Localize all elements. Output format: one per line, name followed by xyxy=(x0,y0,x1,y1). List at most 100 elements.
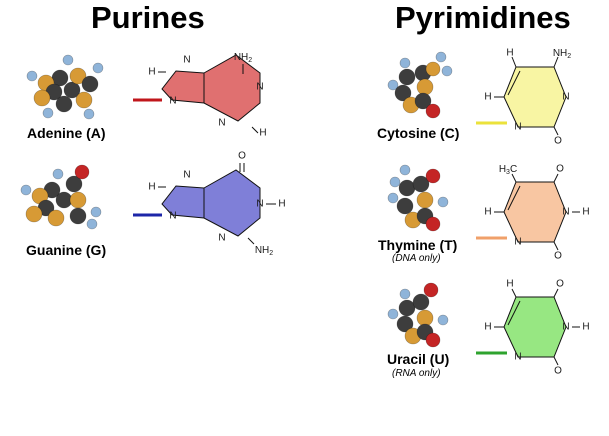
nitrogen-atom xyxy=(69,67,87,85)
purines-heading: Purines xyxy=(91,0,205,35)
hydrogen-atom xyxy=(62,54,74,66)
pyrimidines-heading: Pyrimidines xyxy=(395,0,571,35)
carbon-atom xyxy=(55,95,73,113)
hydrogen-atom xyxy=(83,108,95,120)
cytosine-structure: H H N N O NH2 xyxy=(476,48,571,147)
oxygen-atom xyxy=(425,332,441,348)
oxygen-atom xyxy=(74,164,90,180)
carbon-atom xyxy=(396,315,414,333)
atom-label: H xyxy=(484,92,491,103)
carbon-atom xyxy=(63,81,81,99)
hydrogen-atom xyxy=(435,51,447,63)
uracil-3d-model xyxy=(387,282,449,348)
hydrogen-atom xyxy=(20,184,32,196)
nitrogen-atom xyxy=(75,91,93,109)
carbon-atom xyxy=(412,293,430,311)
nitrogen-atom xyxy=(416,191,434,209)
atom-label: N xyxy=(514,122,521,133)
nh2-label: NH2 xyxy=(255,245,273,257)
atom-label: H xyxy=(506,279,513,290)
atom-label: N xyxy=(256,82,263,93)
hydrogen-atom xyxy=(437,314,449,326)
atom-label: O xyxy=(554,136,562,147)
carbon-atom xyxy=(65,175,83,193)
hydrogen-atom xyxy=(90,206,102,218)
oxygen-atom xyxy=(423,282,439,298)
guanine-3d-model xyxy=(20,164,102,230)
hydrogen-atom xyxy=(42,107,54,119)
atom-label: N xyxy=(218,233,225,244)
atom-label: H xyxy=(278,199,285,210)
atom-label: O xyxy=(238,151,246,162)
atom-label: N xyxy=(256,199,263,210)
thymine-3d-model xyxy=(387,164,449,232)
nitrogen-atom xyxy=(416,78,434,96)
hydrogen-atom xyxy=(387,79,399,91)
carbon-atom xyxy=(394,84,412,102)
atom-label: H xyxy=(582,207,589,218)
hydrogen-atom xyxy=(86,218,98,230)
hydrogen-atom xyxy=(387,308,399,320)
nh2-label: NH2 xyxy=(234,52,252,64)
atom-label: H xyxy=(582,322,589,333)
oxygen-atom xyxy=(425,216,441,232)
nitrogen-atom xyxy=(25,205,43,223)
carbon-atom xyxy=(398,68,416,86)
atom-label: N xyxy=(562,92,569,103)
atom-label: O xyxy=(556,279,564,290)
atom-label: N xyxy=(562,207,569,218)
uracil-note: (RNA only) xyxy=(392,368,441,379)
nitrogen-atom xyxy=(33,89,51,107)
carbon-atom xyxy=(414,92,432,110)
carbon-atom xyxy=(51,69,69,87)
uracil-label: Uracil (U) xyxy=(387,351,450,367)
atom-label: H xyxy=(484,207,491,218)
cytosine-3d-model xyxy=(387,51,453,119)
atom-label: H xyxy=(484,322,491,333)
hydrogen-atom xyxy=(52,168,64,180)
atom-label: N xyxy=(218,118,225,129)
adenine-label: Adenine (A) xyxy=(27,125,106,141)
nh2-label: NH2 xyxy=(553,48,571,60)
atom-label: N xyxy=(169,96,176,107)
carbon-atom xyxy=(81,75,99,93)
thymine-structure: H3C O H N H N O xyxy=(476,164,590,262)
atom-label: O xyxy=(554,366,562,377)
atom-label: O xyxy=(556,164,564,175)
guanine-structure: O H N N N H N NH2 xyxy=(133,151,286,257)
hydrogen-atom xyxy=(399,288,411,300)
hydrogen-atom xyxy=(441,65,453,77)
oxygen-atom xyxy=(425,103,441,119)
thymine-label: Thymine (T) xyxy=(378,237,458,253)
hydrogen-atom xyxy=(389,176,401,188)
carbon-atom xyxy=(412,175,430,193)
adenine-structure: H N N N N H NH2 xyxy=(133,52,267,139)
atom-label: N xyxy=(183,55,190,66)
nitrogen-atom xyxy=(416,309,434,327)
atom-label: N xyxy=(183,170,190,181)
atom-label: N xyxy=(562,322,569,333)
hydrogen-atom xyxy=(399,164,411,176)
nitrogen-atom xyxy=(47,209,65,227)
carbon-atom xyxy=(55,191,73,209)
atom-label: H xyxy=(259,128,266,139)
uracil-structure: H O H N H N O xyxy=(476,279,590,377)
atom-label: N xyxy=(514,352,521,363)
adenine-3d-model xyxy=(26,54,104,120)
hydrogen-atom xyxy=(92,62,104,74)
oxygen-atom xyxy=(425,168,441,184)
carbon-atom xyxy=(398,299,416,317)
hydrogen-atom xyxy=(387,192,399,204)
atom-label: O xyxy=(554,251,562,262)
atom-label: N xyxy=(169,211,176,222)
hydrogen-atom xyxy=(26,70,38,82)
guanine-label: Guanine (G) xyxy=(26,242,107,258)
carbon-atom xyxy=(69,207,87,225)
atom-label: H xyxy=(148,67,155,78)
hydrogen-atom xyxy=(437,196,449,208)
nitrogen-atom xyxy=(69,191,87,209)
thymine-note: (DNA only) xyxy=(392,253,441,264)
carbon-atom xyxy=(398,179,416,197)
hydrogen-atom xyxy=(399,57,411,69)
